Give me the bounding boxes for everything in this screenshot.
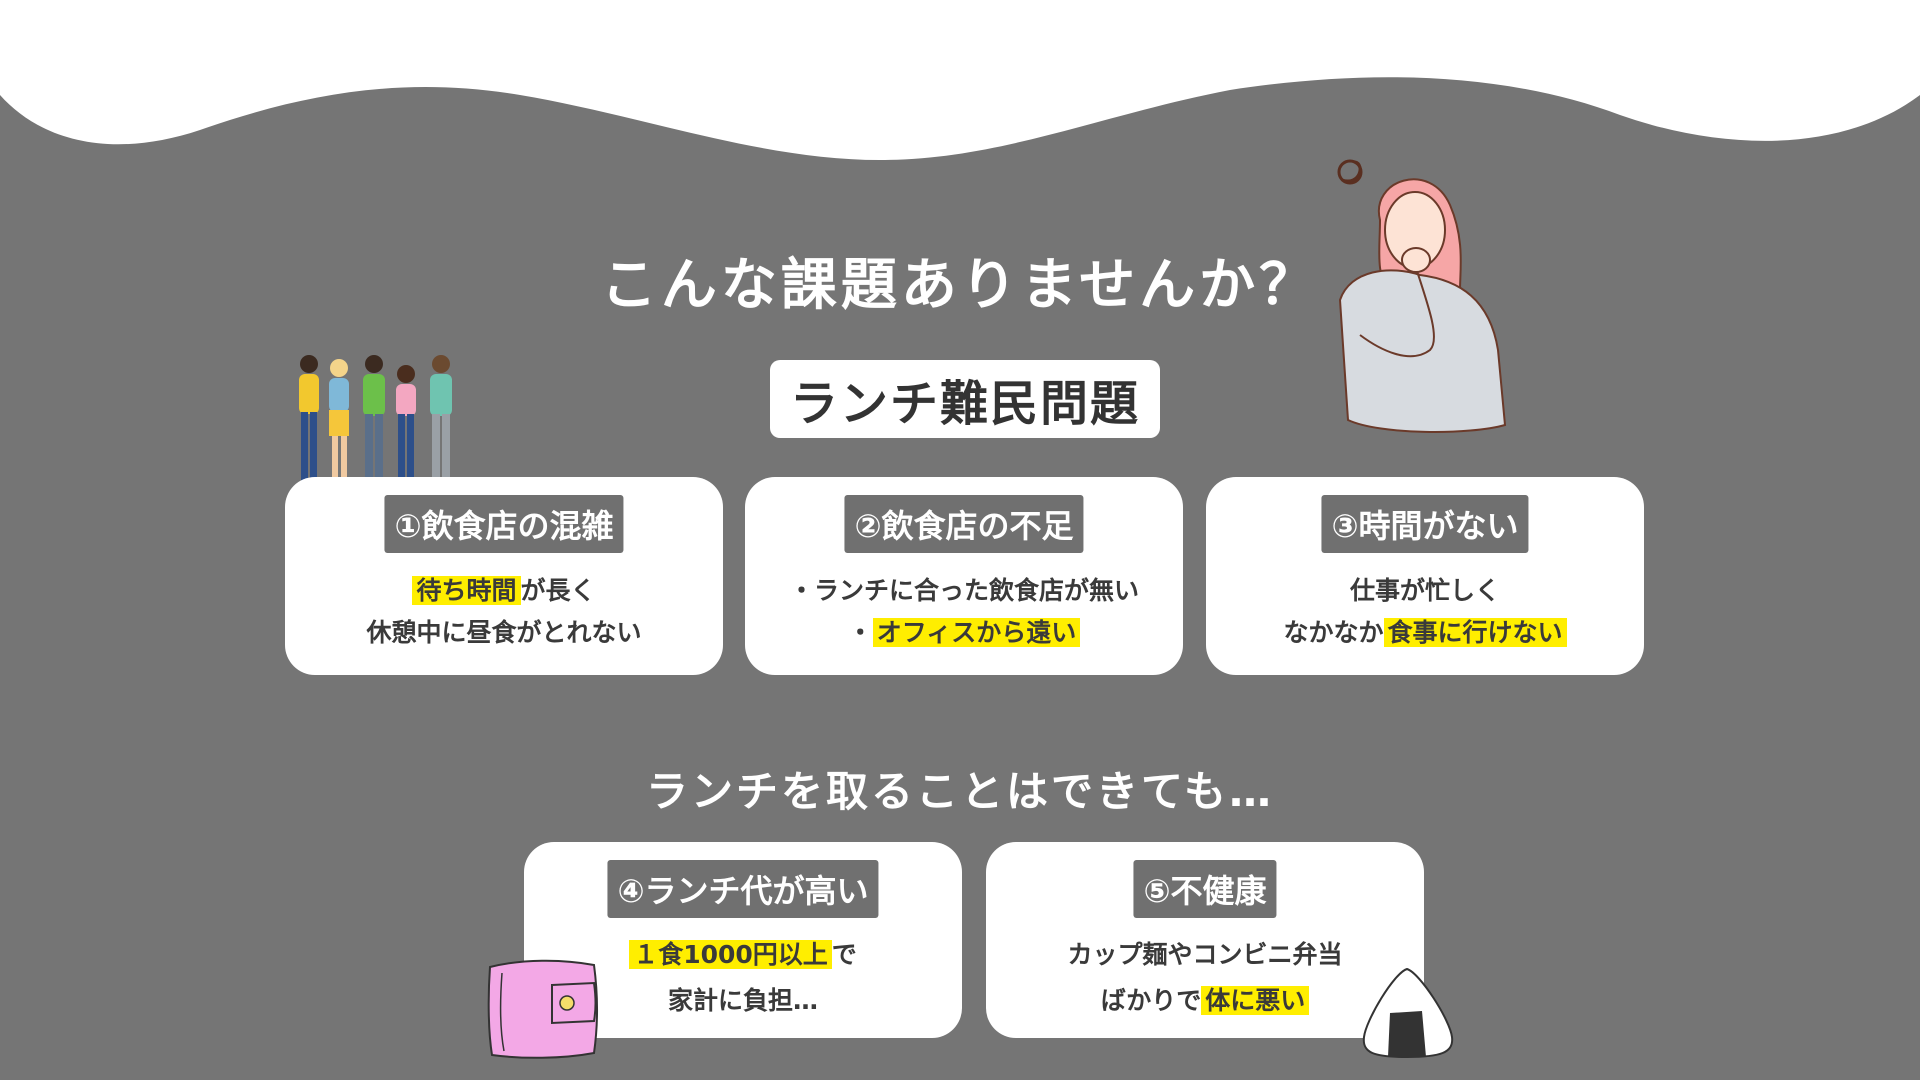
problem-card-crowded: ①飲食店の混雑 待ち時間が長く 休憩中に昼食がとれない (285, 477, 723, 675)
card-text: で (831, 940, 857, 969)
card-text: なかなか (1283, 618, 1384, 647)
top-wave-decoration (0, 0, 1920, 160)
card-text: カップ麺やコンビニ弁当 (1067, 940, 1343, 969)
queue-people-illustration (299, 355, 452, 482)
card-body: １食1000円以上で 家計に負担… (524, 932, 962, 1024)
problem-card-unhealthy: ⑤不健康 カップ麺やコンビニ弁当 ばかりで体に悪い (986, 842, 1424, 1038)
card-body: 仕事が忙しく なかなか食事に行けない (1206, 570, 1644, 654)
problem-card-no-time: ③時間がない 仕事が忙しく なかなか食事に行けない (1206, 477, 1644, 675)
thinking-woman-illustration (1337, 159, 1507, 433)
card-body: 待ち時間が長く 休憩中に昼食がとれない (285, 570, 723, 654)
highlight-text: 待ち時間 (412, 576, 521, 605)
card-text: 仕事が忙しく (1349, 576, 1500, 605)
card-text: が長く (520, 576, 596, 605)
card-tag: ④ランチ代が高い (607, 860, 879, 918)
onigiri-icon (1362, 967, 1454, 1059)
card-text: ・ (847, 618, 873, 647)
card-tag: ①飲食店の混雑 (384, 495, 624, 553)
card-tag: ③時間がない (1321, 495, 1529, 553)
highlight-text: 食事に行けない (1383, 618, 1567, 647)
highlight-text: 体に悪い (1201, 986, 1310, 1015)
wallet-icon (487, 959, 598, 1059)
card-text: 家計に負担… (667, 986, 818, 1015)
card-body: ・ランチに合った飲食店が無い ・オフィスから遠い (745, 570, 1183, 654)
card-text: ばかりで (1100, 986, 1202, 1015)
card-text: ・ランチに合った飲食店が無い (788, 576, 1139, 605)
highlight-text: オフィスから遠い (872, 618, 1081, 647)
page-title: こんな課題ありませんか？ (600, 253, 1320, 318)
card-text: 休憩中に昼食がとれない (366, 618, 642, 647)
problem-card-shortage: ②飲食店の不足 ・ランチに合った飲食店が無い ・オフィスから遠い (745, 477, 1183, 675)
highlight-text: １食1000円以上 (629, 940, 832, 969)
card-tag: ⑤不健康 (1133, 860, 1277, 918)
problem-label: ランチ難民問題 (770, 360, 1160, 438)
card-body: カップ麺やコンビニ弁当 ばかりで体に悪い (986, 932, 1424, 1024)
section-subtitle: ランチを取ることはできても… (646, 767, 1274, 816)
card-tag: ②飲食店の不足 (844, 495, 1084, 553)
